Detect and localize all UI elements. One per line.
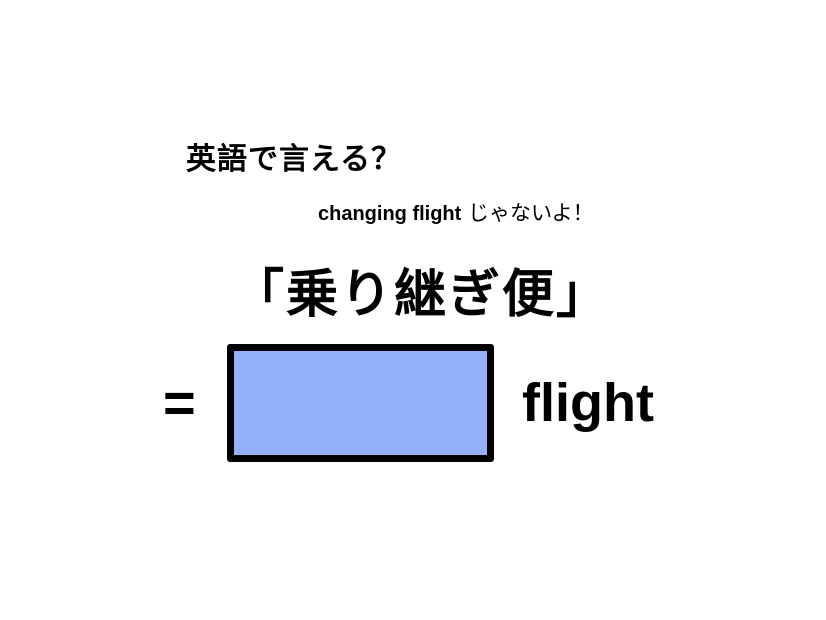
- answer-blank-box: [227, 344, 494, 462]
- hint-japanese: じゃないよ！: [461, 201, 594, 225]
- hint-english: changing flight: [318, 203, 462, 225]
- japanese-term: 「乗り継ぎ便」: [232, 265, 611, 325]
- hint-text: changing flight じゃないよ！: [318, 199, 594, 228]
- answer-suffix-word: flight: [522, 373, 654, 433]
- equals-sign: =: [163, 371, 196, 434]
- question-heading: 英語で言える？: [186, 142, 403, 177]
